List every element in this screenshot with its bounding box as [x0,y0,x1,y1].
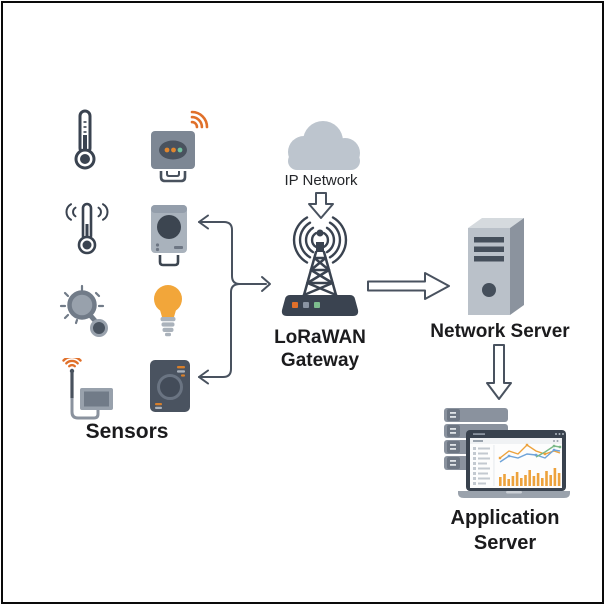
block-arrow-down-long-icon [486,344,512,400]
ip-network-label: IP Network [284,172,358,189]
application-server-label-line2: Server [473,532,537,554]
bulb-icon [154,285,182,337]
wireless-sensor-icon [151,110,209,183]
smart-device-icon [150,360,190,412]
camera-sensor-icon [151,205,187,267]
gateway-label-line2: Gateway [280,349,360,371]
network-server-label: Network Server [430,321,570,342]
gateway-antenna-icon [281,216,359,316]
gateway-label: LoRaWAN Gateway [250,327,390,373]
cloud-icon [288,121,360,170]
light-sensor-icon [59,284,108,337]
thin-arrow-bidirectional [198,214,271,385]
application-server-label-line1: Application [450,507,560,529]
application-server-label: Application Server [425,506,585,556]
block-arrow-right-icon [367,272,450,300]
antenna-module-icon [62,358,113,420]
gateway-label-line1: LoRaWAN [274,327,366,348]
thermometer-icon [74,109,96,170]
server-tower-icon [468,218,524,315]
rf-thermometer-icon [65,202,109,255]
dashboard-laptop-icon [458,430,570,498]
application-server-icon [444,408,570,498]
sensors-label: Sensors [85,420,169,443]
block-arrow-down-icon [308,192,334,219]
